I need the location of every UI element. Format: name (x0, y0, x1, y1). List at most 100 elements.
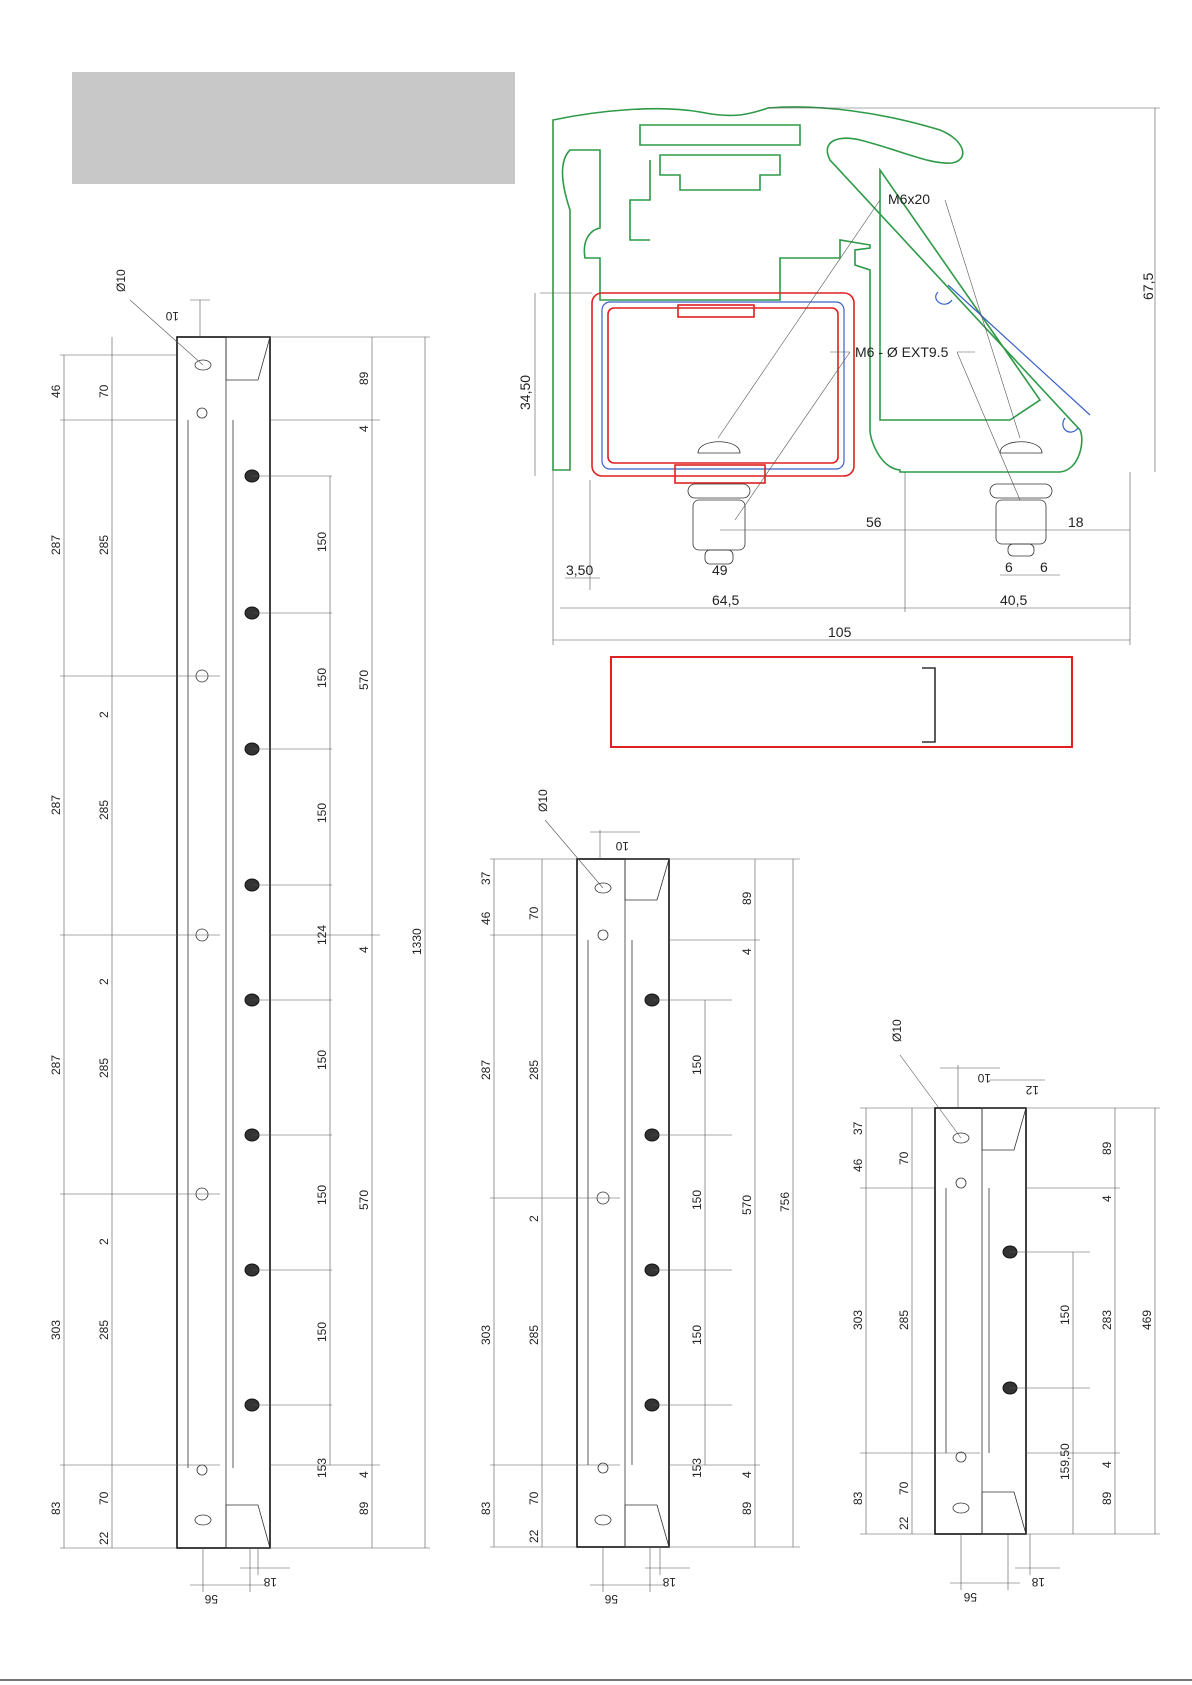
dim-469-p1: 159,50 (1058, 1443, 1072, 1480)
dim-1330-l5: 83 (49, 1501, 63, 1515)
dim-1330-i7: 285 (97, 1320, 111, 1340)
dim-1330-i8: 70 (97, 1491, 111, 1505)
profile-diagonal-cavity (879, 167, 1042, 421)
dim-1330-s3: 4 (357, 946, 371, 953)
hole-dia-469: Ø10 (890, 1019, 904, 1042)
gasket-hook-bottom (1062, 417, 1079, 433)
dim-1330-p2: 150 (315, 803, 329, 823)
dim-756-i1: 285 (527, 1060, 541, 1080)
dim-756-s1: 4 (740, 948, 754, 955)
total-756: 756 (778, 1192, 792, 1212)
dim-756-s0: 89 (740, 891, 754, 905)
aluminium-profile-outline (552, 106, 1083, 473)
dim-469-s2: 283 (1100, 1310, 1114, 1330)
dim-1330-i1: 285 (97, 535, 111, 555)
height-inner-label: 34,50 (517, 375, 533, 410)
red-note-box (610, 656, 1073, 748)
rail-body-1330 (176, 336, 271, 1549)
top-offset-1330: 10 (165, 309, 179, 323)
drawing-756: Ø10 10 37 46 287 303 83 70 285 2 285 70 … (479, 789, 800, 1606)
dim-756-p2: 150 (690, 1325, 704, 1345)
dim-756-l2: 287 (479, 1060, 493, 1080)
dim-1330-p4: 150 (315, 1050, 329, 1070)
bolt-washer-right (989, 483, 1053, 499)
dim-756-i0: 70 (527, 906, 541, 920)
hole-dia-1330: Ø10 (114, 269, 128, 292)
profile-section: M6x20 M6 - Ø EXT9.5 67,5 34,50 3,50 49 5… (517, 106, 1160, 645)
total-width-label: 105 (828, 624, 852, 640)
height-total-label: 67,5 (1140, 273, 1156, 300)
dim-469-s4: 89 (1100, 1491, 1114, 1505)
steel-tube-inner (607, 307, 839, 464)
dim-469-s3: 4 (1100, 1461, 1114, 1468)
width-469: 56 (963, 1590, 977, 1604)
profile-t-slot (659, 154, 781, 191)
dim-1330-p6: 150 (315, 1322, 329, 1342)
dim-1330-p1: 150 (315, 668, 329, 688)
offset-756: 18 (662, 1575, 676, 1589)
head-label: 49 (712, 562, 728, 578)
top-offset-756: 10 (615, 839, 629, 853)
dim-469-s0: 89 (1100, 1141, 1114, 1155)
profile-slot (639, 124, 801, 146)
dim-1330-i0: 70 (97, 384, 111, 398)
tube-blue-outline (601, 301, 845, 470)
screw-head-right (999, 441, 1043, 454)
dim-756-l3: 303 (479, 1325, 493, 1345)
dim-1330-s0: 89 (357, 371, 371, 385)
center-label: 56 (866, 514, 882, 530)
tube-bottom-slot (674, 464, 766, 484)
screw-head-left (697, 441, 741, 454)
total-1330: 1330 (410, 928, 424, 955)
dim-469-l1: 46 (851, 1158, 865, 1172)
dim-756-p3: 153 (690, 1458, 704, 1478)
dim-1330-i6: 2 (97, 1238, 111, 1245)
dim-1330-l1: 287 (49, 535, 63, 555)
dim-756-i3: 285 (527, 1325, 541, 1345)
gasket-hook-top (935, 291, 953, 305)
dim-469-i1: 285 (897, 1310, 911, 1330)
offset-1330: 18 (263, 1575, 277, 1589)
dim-756-s2: 570 (740, 1195, 754, 1215)
dim-1330-l4: 303 (49, 1320, 63, 1340)
dim-469-l0: 37 (851, 1121, 865, 1135)
dim-1330-i2: 2 (97, 711, 111, 718)
bolt-label: M6 - Ø EXT9.5 (855, 344, 949, 360)
width-756: 56 (604, 1592, 618, 1606)
dim-756-i4: 70 (527, 1491, 541, 1505)
dim-469-p0: 150 (1058, 1305, 1072, 1325)
bolt-body-right (995, 499, 1047, 545)
offset-label: 3,50 (566, 562, 593, 578)
dim-1330-s5: 4 (357, 1471, 371, 1478)
dim-756-i2: 2 (527, 1215, 541, 1222)
steel-tube-outer (591, 292, 855, 477)
dim-1330-l3: 287 (49, 1055, 63, 1075)
screw-label: M6x20 (888, 191, 930, 207)
title-block-placeholder (72, 72, 515, 184)
dim-1330-i4: 2 (97, 978, 111, 985)
dim-756-l4: 83 (479, 1501, 493, 1515)
dim-469-l2: 303 (851, 1310, 865, 1330)
dim-469-i0: 70 (897, 1151, 911, 1165)
right-width-label: 40,5 (1000, 592, 1027, 608)
dim-469-l3: 83 (851, 1491, 865, 1505)
bolt-tip-left (704, 549, 734, 565)
dim-756-i5: 22 (527, 1529, 541, 1543)
dim-1330-s4: 570 (357, 1190, 371, 1210)
tube-top-slot (677, 304, 755, 318)
dim-469-s1: 4 (1100, 1195, 1114, 1202)
dim-1330-i3: 285 (97, 800, 111, 820)
dim-756-p0: 150 (690, 1055, 704, 1075)
dim-469-i2: 70 (897, 1481, 911, 1495)
profile-web (629, 160, 651, 241)
dim-1330-p3: 124 (315, 925, 329, 945)
dim-1330-i5: 285 (97, 1058, 111, 1078)
bolt-body-left (692, 499, 746, 551)
dim-756-p1: 150 (690, 1190, 704, 1210)
rail-body-469 (934, 1107, 1027, 1535)
dim-756-s4: 89 (740, 1501, 754, 1515)
dim-756-l0: 37 (479, 871, 493, 885)
dim-756-s3: 4 (740, 1471, 754, 1478)
dim-1330-i9: 22 (97, 1531, 111, 1545)
